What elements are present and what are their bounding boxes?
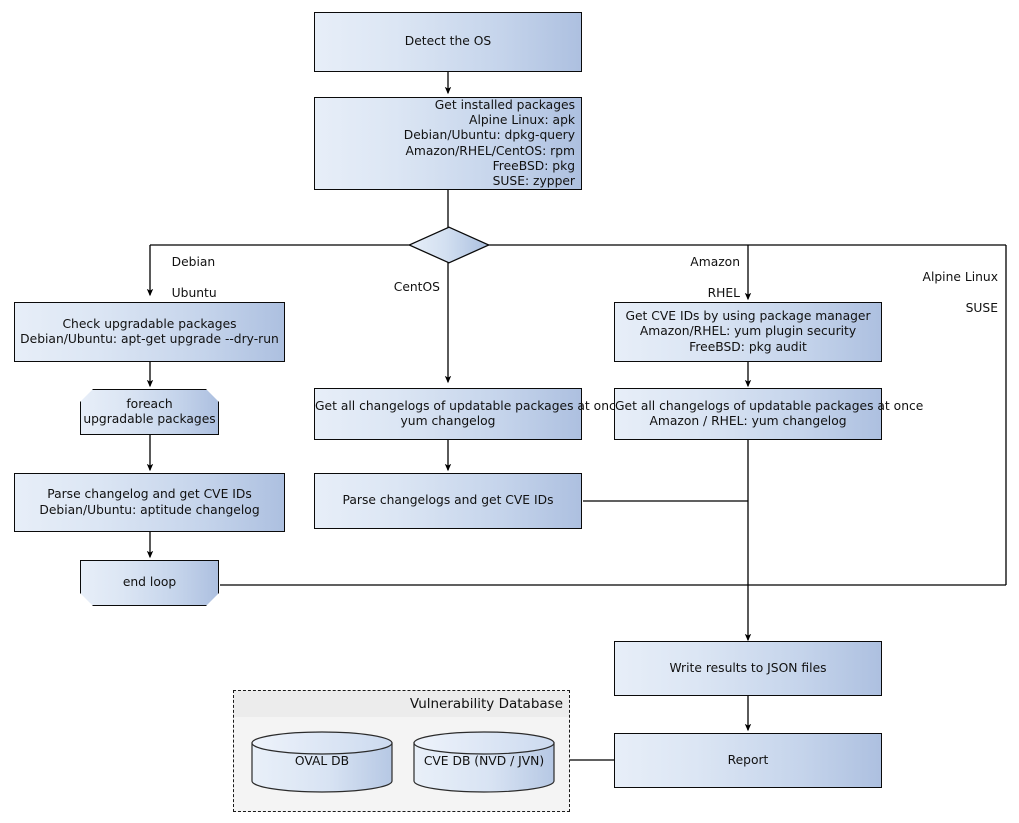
oval-db-cylinder[interactable]: [251, 731, 393, 793]
vulnerability-database-title: Vulnerability Database: [234, 691, 569, 717]
node-foreach-loop[interactable]: foreach upgradable packages: [80, 389, 219, 435]
node-changelogs-amazon-label: Get all changelogs of updatable packages…: [615, 398, 924, 428]
node-get-installed-packages-label: Get installed packages Alpine Linux: apk…: [403, 97, 575, 188]
cve-db-cylinder[interactable]: [413, 731, 555, 793]
node-changelogs-amazon[interactable]: Get all changelogs of updatable packages…: [614, 388, 924, 440]
node-check-upgradable[interactable]: Check upgradable packages Debian/Ubuntu:…: [14, 302, 285, 362]
node-parse-changelog-debian[interactable]: Parse changelog and get CVE IDs Debian/U…: [14, 473, 285, 532]
node-write-results-label: Write results to JSON files: [669, 660, 827, 675]
node-write-results[interactable]: Write results to JSON files: [614, 641, 882, 696]
oval-db-label: OVAL DB: [294, 754, 350, 768]
node-detect-os-label: Detect the OS: [404, 34, 492, 49]
node-detect-os[interactable]: Detect the OS: [314, 12, 582, 72]
node-cve-ids-package-manager[interactable]: Get CVE IDs by using package manager Ama…: [614, 302, 882, 362]
node-changelogs-centos[interactable]: Get all changelogs of updatable packages…: [314, 388, 624, 440]
node-foreach-loop-label: foreach upgradable packages: [83, 396, 216, 426]
cve-db-label: CVE DB (NVD / JVN): [423, 754, 545, 768]
node-decision-os[interactable]: [408, 226, 490, 264]
node-parse-changelogs-centos-label: Parse changelogs and get CVE IDs: [342, 493, 554, 508]
node-end-loop-label: end loop: [122, 575, 177, 590]
node-report[interactable]: Report: [614, 733, 882, 788]
node-cve-ids-package-manager-label: Get CVE IDs by using package manager Ama…: [625, 309, 871, 354]
node-report-label: Report: [727, 752, 769, 767]
node-get-installed-packages[interactable]: Get installed packages Alpine Linux: apk…: [314, 97, 582, 190]
node-parse-changelogs-centos[interactable]: Parse changelogs and get CVE IDs: [314, 473, 582, 529]
node-check-upgradable-label: Check upgradable packages Debian/Ubuntu:…: [20, 316, 279, 346]
branch-label-centos: CentOS: [393, 280, 440, 295]
node-changelogs-centos-label: Get all changelogs of updatable packages…: [315, 398, 624, 428]
node-parse-changelog-debian-label: Parse changelog and get CVE IDs Debian/U…: [39, 487, 260, 517]
vulnerability-database-group: Vulnerability Database OVAL DB CVE DB: [233, 690, 570, 812]
node-end-loop[interactable]: end loop: [80, 560, 219, 606]
branch-label-alpine: Alpine Linux SUSE: [922, 270, 998, 316]
